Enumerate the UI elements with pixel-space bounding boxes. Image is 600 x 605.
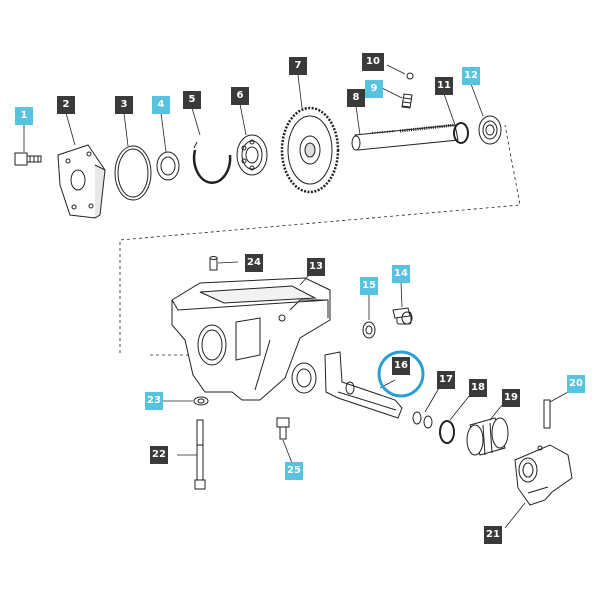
callout-6[interactable]: 6 xyxy=(231,87,249,105)
callout-13[interactable]: 13 xyxy=(307,258,325,276)
callout-11[interactable]: 11 xyxy=(435,77,453,95)
callout-14[interactable]: 14 xyxy=(392,265,410,283)
callout-18[interactable]: 18 xyxy=(469,379,487,397)
snap-ring-part-5 xyxy=(192,141,232,184)
bushing-part-4 xyxy=(156,151,180,181)
long-bolt-part-22 xyxy=(194,419,206,490)
callout-20[interactable]: 20 xyxy=(567,375,585,393)
callout-21[interactable]: 21 xyxy=(484,526,502,544)
gear-part-7 xyxy=(280,106,340,194)
callout-4[interactable]: 4 xyxy=(152,96,170,114)
callout-23[interactable]: 23 xyxy=(145,392,163,410)
callout-16[interactable]: 16 xyxy=(392,357,410,375)
callout-5[interactable]: 5 xyxy=(183,91,201,109)
ball-part-10 xyxy=(406,72,414,80)
bolt-part-1 xyxy=(14,152,42,166)
large-ring-part-3 xyxy=(114,145,152,201)
callout-15[interactable]: 15 xyxy=(360,277,378,295)
callout-7[interactable]: 7 xyxy=(289,57,307,75)
callout-17[interactable]: 17 xyxy=(437,371,455,389)
callout-22[interactable]: 22 xyxy=(150,446,168,464)
circlip-part-11 xyxy=(453,122,469,144)
roll-pin-part-20 xyxy=(543,399,551,429)
bearing-part-12 xyxy=(478,115,502,145)
callout-24[interactable]: 24 xyxy=(245,254,263,272)
washer-part-15 xyxy=(362,321,376,339)
assembly-dashed-path xyxy=(119,124,521,356)
callout-2[interactable]: 2 xyxy=(57,96,75,114)
callout-12[interactable]: 12 xyxy=(462,67,480,85)
callout-8[interactable]: 8 xyxy=(347,89,365,107)
housing-part-13 xyxy=(171,277,331,401)
shaft-part-8 xyxy=(351,123,459,151)
fork-part-21 xyxy=(514,444,573,506)
coupling-part-19 xyxy=(466,417,509,456)
plug-part-14 xyxy=(392,307,413,325)
pin-part-24 xyxy=(209,256,218,271)
flange-cover-part-2 xyxy=(57,144,106,219)
washer-part-23 xyxy=(193,396,209,406)
callout-25[interactable]: 25 xyxy=(285,462,303,480)
highlight-ring xyxy=(377,350,425,398)
callout-9[interactable]: 9 xyxy=(365,80,383,98)
leader-lines xyxy=(23,64,569,529)
callout-3[interactable]: 3 xyxy=(115,96,133,114)
shift-shaft-part-16 xyxy=(324,351,403,419)
o-rings-part-17 xyxy=(412,411,433,429)
spring-part-9 xyxy=(401,93,413,109)
bolt-part-25 xyxy=(276,417,290,440)
callout-1[interactable]: 1 xyxy=(15,107,33,125)
bearing-part-6 xyxy=(236,134,268,176)
seal-part-18 xyxy=(439,420,455,444)
callout-10[interactable]: 10 xyxy=(362,53,384,71)
callout-19[interactable]: 19 xyxy=(502,389,520,407)
